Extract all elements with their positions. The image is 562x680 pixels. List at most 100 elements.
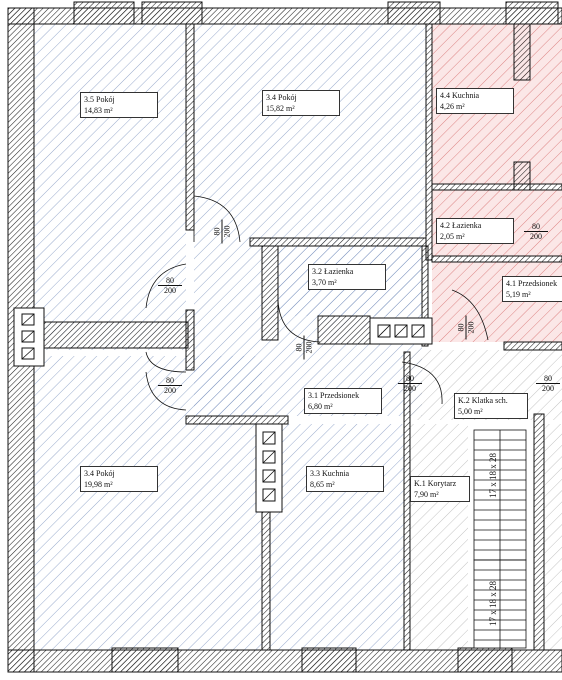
door-width: 80 xyxy=(524,222,548,232)
room-label-3-4a: 3.4 Pokój 15,82 m² xyxy=(262,90,340,116)
room-name: 3.2 Łazienka xyxy=(312,267,354,276)
wall-4-4-bottom xyxy=(431,183,562,191)
room-name: 4.4 Kuchnia xyxy=(440,91,480,100)
room-area: 7,90 m² xyxy=(414,490,439,499)
room-label-3-4b: 3.4 Pokój 19,98 m² xyxy=(80,466,158,492)
door-dim-5: 80 200 xyxy=(398,374,422,393)
door-height: 200 xyxy=(466,321,476,334)
stair-label-lower: 17 x 18 x 28 xyxy=(488,581,498,626)
door-height: 200 xyxy=(304,341,314,354)
room-area: 15,82 m² xyxy=(266,104,295,113)
door-height: 200 xyxy=(164,386,176,395)
room-3-3-fill xyxy=(270,424,404,650)
room-area: 14,83 m² xyxy=(84,106,113,115)
wall-bottom-tab-3 xyxy=(457,647,513,673)
room-name: K.2 Klatka sch. xyxy=(458,396,508,405)
door-width: 80 xyxy=(158,276,182,286)
room-area: 3,70 m² xyxy=(312,278,337,287)
door-height: 200 xyxy=(542,384,554,393)
door-dim-1: 80 200 xyxy=(212,219,232,244)
room-4-1-hatch xyxy=(432,262,562,342)
room-name: 3.5 Pokój xyxy=(84,95,115,104)
room-area: 8,65 m² xyxy=(310,480,335,489)
door-height: 200 xyxy=(222,225,232,238)
room-label-k2: K.2 Klatka sch. 5,00 m² xyxy=(454,393,528,419)
wall-4-2-bottom xyxy=(431,255,562,263)
room-area: 19,98 m² xyxy=(84,480,113,489)
door-swing-3 xyxy=(145,351,187,373)
door-swing-3b xyxy=(145,371,187,411)
room-name: 3.4 Pokój xyxy=(84,469,115,478)
wall-mid-left xyxy=(33,321,189,349)
door-dim-6: 80 200 xyxy=(456,315,476,340)
room-area: 6,80 m² xyxy=(308,402,333,411)
wall-right-mid xyxy=(513,161,531,191)
door-dim-2: 80 200 xyxy=(158,276,182,295)
room-label-3-3: 3.3 Kuchnia 8,65 m² xyxy=(306,466,384,492)
room-label-4-1: 4.1 Przedsionek 5,19 m² xyxy=(502,276,562,302)
door-swing-1 xyxy=(193,195,241,243)
staircase xyxy=(473,429,527,649)
door-width: 80 xyxy=(212,219,223,244)
stair-label-upper: 17 x 18 x 28 xyxy=(488,453,498,498)
wall-top-tab-3 xyxy=(387,1,441,25)
door-dim-4: 80 200 xyxy=(294,335,314,360)
room-name: 3.4 Pokój xyxy=(266,93,297,102)
door-width: 80 xyxy=(456,315,467,340)
room-label-4-2: 4.2 Łazienka 2,05 m² xyxy=(436,218,514,244)
door-dim-7: 80 200 xyxy=(524,222,548,241)
room-name: 3.1 Przedsionek xyxy=(308,391,360,400)
door-swings xyxy=(145,195,489,411)
room-name: K.1 Korytarz xyxy=(414,479,457,488)
wall-top-tab-1 xyxy=(73,1,135,25)
door-swing-6 xyxy=(451,289,489,341)
room-area: 5,00 m² xyxy=(458,407,483,416)
door-height: 200 xyxy=(164,286,176,295)
door-swing-5 xyxy=(401,361,443,405)
wall-3-1-bottom xyxy=(185,415,289,425)
room-area: 2,05 m² xyxy=(440,232,465,241)
stair-steps xyxy=(474,439,526,641)
door-width: 80 xyxy=(398,374,422,384)
room-label-3-1: 3.1 Przedsionek 6,80 m² xyxy=(304,388,382,414)
walls xyxy=(7,1,562,673)
wall-3-2-bottom xyxy=(317,315,371,345)
wall-bottom-tab-1 xyxy=(111,647,179,673)
door-height: 200 xyxy=(530,232,542,241)
room-k1-fill xyxy=(408,424,468,650)
door-width: 80 xyxy=(158,376,182,386)
wall-bottom-tab-2 xyxy=(301,647,357,673)
room-name: 3.3 Kuchnia xyxy=(310,469,350,478)
room-name: 4.2 Łazienka xyxy=(440,221,482,230)
room-area: 4,26 m² xyxy=(440,102,465,111)
wall-mid-stub xyxy=(185,309,195,371)
wall-4-1-bottom xyxy=(503,341,562,351)
door-dim-8: 80 200 xyxy=(536,374,560,393)
vent-shafts xyxy=(13,307,433,513)
door-width: 80 xyxy=(294,335,305,360)
wall-3-4-bottom xyxy=(249,237,427,247)
room-label-3-5: 3.5 Pokój 14,83 m² xyxy=(80,92,158,118)
door-height: 200 xyxy=(404,384,416,393)
wall-right-top xyxy=(513,23,531,81)
wall-3-5-3-4 xyxy=(185,23,195,231)
room-name: 4.1 Przedsionek xyxy=(506,279,558,288)
room-3-5-fill xyxy=(34,24,186,310)
wall-k2-right xyxy=(533,413,545,651)
door-swing-2 xyxy=(145,263,187,309)
wall-3-2-left xyxy=(261,245,279,341)
wall-top-tab-4 xyxy=(505,1,559,25)
door-swing-4 xyxy=(277,299,321,343)
room-3-4a-fill xyxy=(194,24,426,238)
room-3-4b-fill xyxy=(34,356,262,650)
wall-3-4-4-4 xyxy=(425,23,433,261)
room-label-k1: K.1 Korytarz 7,90 m² xyxy=(410,476,470,502)
wall-top-tab-2 xyxy=(141,1,203,25)
wall-3-2-right xyxy=(421,245,429,347)
room-label-3-2: 3.2 Łazienka 3,70 m² xyxy=(308,264,386,290)
room-label-4-4: 4.4 Kuchnia 4,26 m² xyxy=(436,88,514,114)
room-k1-fill-b xyxy=(544,424,562,650)
door-dim-3: 80 200 xyxy=(158,376,182,395)
room-area: 5,19 m² xyxy=(506,290,531,299)
door-width: 80 xyxy=(536,374,560,384)
